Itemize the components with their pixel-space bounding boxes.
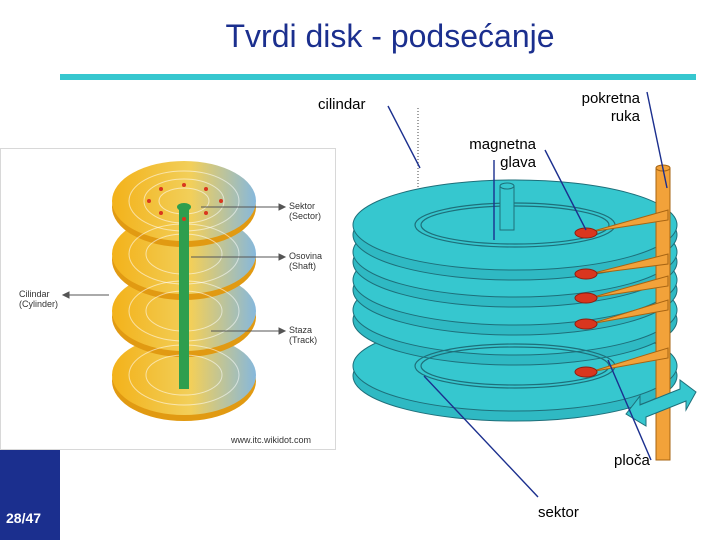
photo-illustration — [61, 161, 287, 421]
spindle — [499, 185, 515, 231]
slide-title: Tvrdi disk - podsećanje — [225, 18, 555, 54]
photo-label-sector: Sektor (Sector) — [289, 201, 322, 221]
photo-credit: www.itc.wikidot.com — [231, 435, 312, 445]
side-bar-bottom — [0, 450, 60, 540]
label-cylinder: cilindar — [318, 96, 366, 113]
label-sector: sektor — [538, 504, 579, 521]
read-write-heads — [574, 227, 598, 378]
photo-label-shaft: Osovina (Shaft) — [289, 251, 323, 271]
photo-sector-dots — [147, 183, 223, 221]
photo-arrows — [61, 203, 287, 335]
label-head: magnetna glava — [469, 136, 536, 171]
label-arm: pokretna ruka — [581, 90, 640, 125]
slide-number: 28/47 — [6, 510, 42, 526]
photo-label-track: Staza (Track) — [289, 325, 318, 345]
title-underline — [60, 74, 696, 80]
schematic-tracks — [414, 202, 616, 389]
photo-label-cylinder: Cilindar (Cylinder) — [19, 289, 59, 309]
leader-lines — [387, 91, 668, 498]
actuator-arms — [589, 209, 669, 373]
hard-disk-photo: Sektor (Sector) Osovina (Shaft) Staza (T… — [0, 148, 336, 450]
schematic-platters — [352, 179, 678, 422]
side-bar-top — [0, 0, 60, 80]
movement-arrow — [625, 379, 697, 427]
label-platter: ploča — [614, 452, 650, 469]
photo-shaft — [179, 209, 189, 389]
